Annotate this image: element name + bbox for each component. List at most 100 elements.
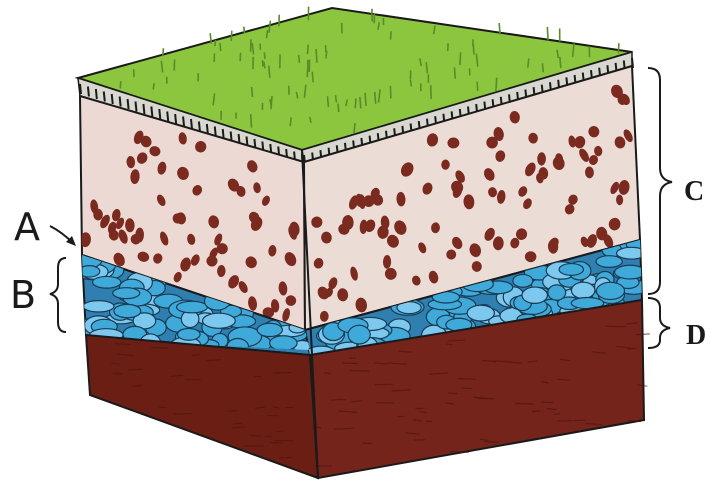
grass-blade: [312, 72, 313, 83]
water-stone: [467, 305, 494, 321]
grass-blade: [375, 92, 376, 104]
grass-blade: [307, 45, 308, 55]
water-stone: [596, 282, 624, 299]
water-stone: [615, 265, 646, 279]
water-stone: [348, 325, 370, 344]
bedrock-streak: [554, 414, 560, 415]
grass-blade: [560, 57, 561, 68]
turf-root: [159, 109, 160, 119]
label-d: D: [686, 320, 706, 351]
grass-blade: [496, 78, 497, 91]
grass-blade: [271, 96, 272, 109]
water-stone: [270, 336, 297, 351]
water-stone: [93, 276, 121, 288]
bedrock-streak: [279, 457, 291, 458]
bedrock-left-face: [86, 335, 318, 478]
turf-root: [167, 112, 168, 122]
water-stone: [83, 301, 114, 312]
grass-blade: [299, 55, 300, 63]
turf-root: [80, 84, 81, 94]
grass-blade: [335, 95, 336, 102]
bracket-c: [648, 68, 672, 294]
grass-blade: [251, 114, 252, 128]
grass-blade: [360, 97, 361, 109]
turf-root: [175, 114, 176, 124]
grass-blade: [220, 43, 221, 51]
water-stone: [513, 274, 533, 287]
grass-blade: [618, 43, 619, 53]
water-stone: [257, 323, 282, 336]
water-stone: [203, 313, 236, 328]
grass-blade: [327, 96, 328, 107]
water-stone: [571, 282, 594, 298]
bedrock-streak: [151, 347, 168, 348]
grass-blade: [325, 45, 326, 52]
grass-blade: [338, 104, 339, 112]
turf-root: [128, 99, 129, 109]
turf-root: [104, 92, 105, 102]
grass-blade: [410, 80, 411, 87]
label-a: A: [14, 205, 40, 249]
grass-blade: [477, 82, 478, 91]
turf-root: [183, 117, 184, 127]
bedrock-streak: [448, 393, 458, 394]
water-stone: [522, 287, 547, 303]
bracket-d: [648, 298, 670, 348]
bedrock-streak: [457, 379, 476, 380]
turf-root: [88, 87, 89, 97]
grass-blade: [528, 58, 529, 67]
label-d-group: D: [648, 298, 706, 351]
grass-blade: [231, 31, 232, 41]
grass-blade: [269, 66, 270, 78]
grass-blade: [252, 87, 253, 97]
water-stone: [114, 304, 141, 317]
grass-blade: [499, 23, 500, 34]
water-stone: [113, 288, 140, 299]
bedrock-streak: [351, 401, 362, 402]
grass-blade: [153, 83, 154, 89]
water-stone: [177, 328, 200, 340]
bedrock-streak: [273, 373, 291, 374]
bedrock-streak: [349, 371, 369, 372]
grass-blade: [460, 52, 461, 65]
bedrock-streak: [362, 443, 372, 444]
water-stone: [617, 247, 646, 259]
water-stone: [559, 264, 583, 276]
turf-root: [96, 89, 97, 99]
grass-blade: [542, 63, 543, 72]
turf-root: [112, 94, 113, 104]
grass-blade: [547, 27, 548, 40]
bedrock-streak: [352, 470, 363, 471]
grass-blade: [390, 86, 391, 98]
grass-blade: [290, 117, 291, 126]
grass-blade: [454, 67, 455, 78]
grass-blade: [326, 51, 327, 59]
turf-root: [143, 104, 144, 114]
bedrock-streak: [254, 376, 261, 377]
water-stone: [596, 256, 622, 268]
turf-root: [120, 97, 121, 107]
label-b-group: B: [10, 258, 66, 332]
label-c-group: C: [648, 68, 704, 294]
turf-root: [151, 107, 152, 117]
bedrock-streak: [449, 451, 469, 452]
bedrock-streak: [528, 403, 534, 404]
grass-blade: [390, 31, 391, 39]
turf-root: [199, 122, 200, 132]
turf-root: [136, 102, 137, 112]
label-c: C: [684, 176, 704, 207]
grass-blade: [215, 40, 216, 46]
bracket-b: [50, 258, 66, 332]
grass-blade: [264, 62, 265, 69]
turf-root: [191, 119, 192, 129]
bedrock-streak: [334, 428, 354, 429]
grass-blade: [354, 123, 355, 133]
grass-blade: [267, 30, 268, 38]
label-a-group: A: [14, 205, 76, 249]
bedrock-streak: [113, 374, 123, 375]
bedrock-streak: [462, 388, 472, 389]
water-stone: [176, 301, 207, 313]
grass-blade: [355, 98, 356, 108]
bedrock-streak: [342, 363, 357, 364]
